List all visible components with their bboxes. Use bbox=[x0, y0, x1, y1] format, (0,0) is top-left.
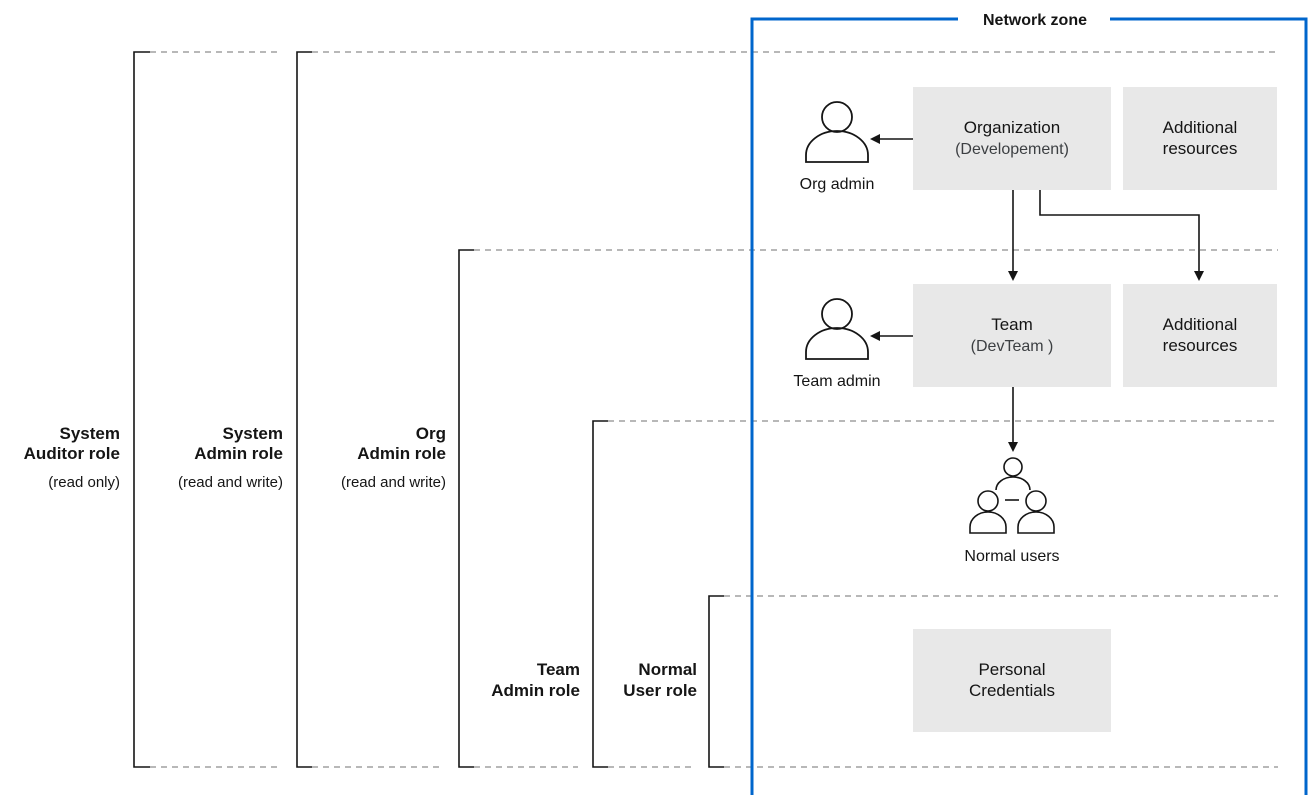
bracket-org-admin bbox=[458, 249, 474, 768]
arrow-org-to-team-resources bbox=[1039, 190, 1204, 281]
system-admin-line2: Admin role bbox=[194, 444, 283, 463]
normal-users-label: Normal users bbox=[964, 548, 1059, 565]
bracket-normal-user bbox=[708, 595, 724, 768]
team-box: Team (DevTeam ) bbox=[913, 284, 1111, 387]
org-admin-person-icon bbox=[805, 101, 869, 163]
bracket-system-auditor bbox=[133, 51, 150, 768]
normal-user-line2: User role bbox=[623, 681, 697, 700]
system-auditor-note: (read only) bbox=[48, 474, 120, 491]
bracket-system-admin bbox=[296, 51, 312, 768]
org-resources-line2: resources bbox=[1163, 139, 1238, 158]
org-admin-note: (read and write) bbox=[341, 474, 446, 491]
network-zone-title: Network zone bbox=[983, 12, 1087, 29]
org-admin-label: Org admin bbox=[800, 176, 875, 193]
level-lines bbox=[150, 51, 1278, 768]
org-admin-line1: Org bbox=[416, 424, 446, 443]
normal-user-line1: Normal bbox=[638, 660, 697, 679]
team-resources-line2: resources bbox=[1163, 336, 1238, 355]
organization-box-subtitle: (Developement) bbox=[955, 141, 1069, 158]
team-resources-box: Additional resources bbox=[1123, 284, 1277, 387]
system-admin-note: (read and write) bbox=[178, 474, 283, 491]
team-admin-line1: Team bbox=[537, 660, 580, 679]
personal-credentials-line2: Credentials bbox=[969, 681, 1055, 700]
org-resources-line1: Additional bbox=[1163, 118, 1238, 137]
normal-users-group-icon bbox=[969, 457, 1055, 534]
team-box-subtitle: (DevTeam ) bbox=[971, 338, 1054, 355]
team-admin-label: Team admin bbox=[793, 373, 880, 390]
personal-credentials-box: Personal Credentials bbox=[913, 629, 1111, 732]
connector-arrows bbox=[870, 134, 1204, 452]
org-admin-line2: Admin role bbox=[357, 444, 446, 463]
system-auditor-line2: Auditor role bbox=[24, 444, 120, 463]
network-zone-border bbox=[750, 17, 958, 795]
team-box-title: Team bbox=[991, 315, 1033, 334]
team-resources-line1: Additional bbox=[1163, 315, 1238, 334]
network-zone-border-right bbox=[1110, 17, 1308, 795]
system-auditor-line1: System bbox=[60, 424, 120, 443]
bracket-team-admin bbox=[592, 420, 608, 768]
organization-box: Organization (Developement) bbox=[913, 87, 1111, 190]
role-brackets bbox=[133, 51, 724, 768]
network-zone: Network zone bbox=[750, 12, 1308, 795]
personal-credentials-line1: Personal bbox=[978, 660, 1045, 679]
team-admin-person-icon bbox=[805, 298, 869, 360]
org-resources-box: Additional resources bbox=[1123, 87, 1277, 190]
organization-box-title: Organization bbox=[964, 118, 1060, 137]
team-admin-line2: Admin role bbox=[491, 681, 580, 700]
system-admin-line1: System bbox=[223, 424, 283, 443]
role-labels: System Auditor role (read only) System A… bbox=[24, 424, 697, 700]
